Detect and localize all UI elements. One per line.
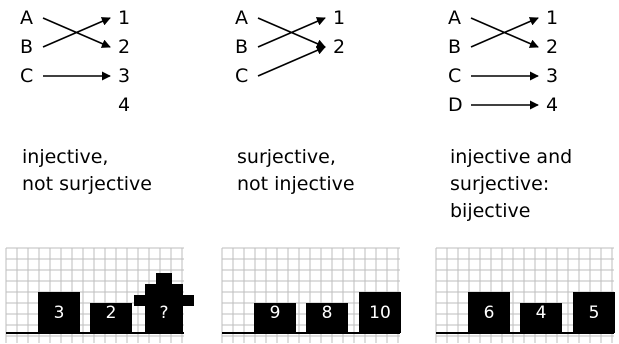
codomain-node: 1 bbox=[118, 7, 130, 29]
codomain-node: 3 bbox=[546, 65, 558, 87]
caption-line: not injective bbox=[237, 173, 355, 195]
codomain-node: 2 bbox=[546, 36, 558, 58]
bar-label: 4 bbox=[536, 303, 547, 323]
bar-label: 8 bbox=[322, 303, 333, 323]
bar bbox=[90, 303, 132, 333]
caption-line: bijective bbox=[450, 200, 530, 222]
caption-line: surjective: bbox=[450, 173, 549, 195]
domain-node: D bbox=[448, 94, 463, 116]
domain-node: B bbox=[20, 36, 33, 58]
bar bbox=[468, 292, 510, 333]
domain-node: C bbox=[448, 65, 461, 87]
bar-unknown bbox=[134, 273, 194, 333]
caption-line: surjective, bbox=[237, 146, 336, 168]
bar-label: 3 bbox=[54, 303, 65, 323]
codomain-node: 1 bbox=[546, 7, 558, 29]
domain-node: B bbox=[448, 36, 461, 58]
bar-label: 2 bbox=[106, 303, 117, 323]
domain-node: A bbox=[20, 7, 33, 29]
bar bbox=[306, 303, 348, 333]
mapping-arrow bbox=[42, 17, 111, 48]
codomain-node: 4 bbox=[118, 94, 130, 116]
caption-line: not surjective bbox=[22, 173, 152, 195]
function-panel-2: ABC 1 2 surjective, not injective 9 8 10 bbox=[221, 7, 401, 343]
bar-label: 6 bbox=[484, 303, 495, 323]
bar-label: 9 bbox=[270, 303, 281, 323]
bar bbox=[520, 303, 562, 333]
codomain-node: 1 bbox=[333, 7, 345, 29]
mapping-arrow bbox=[257, 46, 326, 77]
codomain-node: 2 bbox=[118, 36, 130, 58]
function-panel-1: ABC 1 2 3 4 injective, not surjective 3 2? bbox=[5, 7, 194, 343]
codomain-node: 4 bbox=[546, 94, 558, 116]
bar-label: 5 bbox=[589, 303, 600, 323]
domain-node: A bbox=[235, 7, 248, 29]
bar-label: 10 bbox=[369, 303, 391, 323]
domain-node: B bbox=[235, 36, 248, 58]
domain-node: C bbox=[235, 65, 248, 87]
bar bbox=[573, 292, 615, 333]
caption-line: injective, bbox=[22, 146, 108, 168]
domain-node: C bbox=[20, 65, 33, 87]
bar bbox=[254, 303, 296, 333]
domain-node: A bbox=[448, 7, 461, 29]
bar bbox=[38, 292, 80, 333]
mapping-arrow bbox=[257, 17, 326, 48]
caption-line: injective and bbox=[450, 146, 572, 168]
bar bbox=[359, 292, 401, 333]
bar-label: ? bbox=[159, 303, 168, 323]
mapping-arrow bbox=[470, 17, 539, 48]
codomain-node: 2 bbox=[333, 36, 345, 58]
codomain-node: 3 bbox=[118, 65, 130, 87]
